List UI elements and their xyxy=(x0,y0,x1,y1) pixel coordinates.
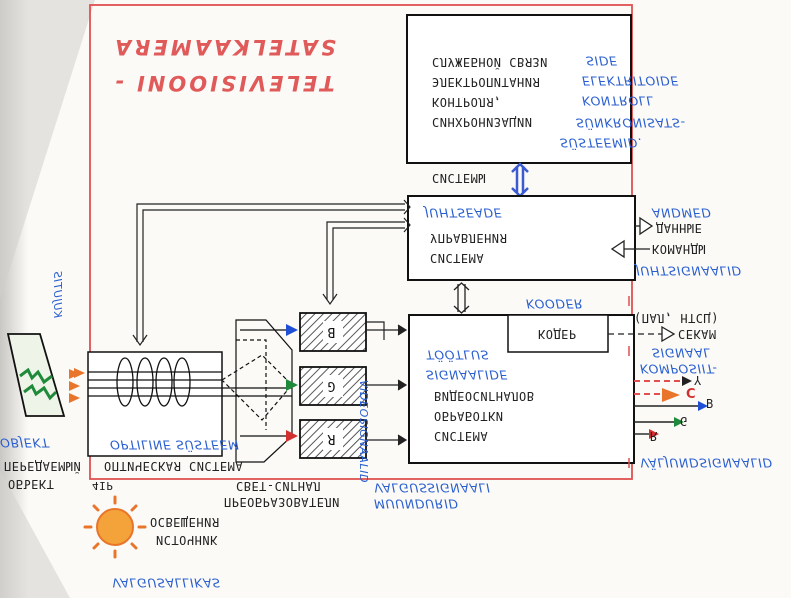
light-estonian: VALGUSALLIKAS xyxy=(112,575,221,591)
feedback-lines xyxy=(132,199,411,347)
processing-est1: TÖÖTLUS xyxy=(426,347,490,363)
data-out-arrow xyxy=(635,216,654,236)
converters xyxy=(299,312,367,459)
control-estonian: JUHTSEADE xyxy=(425,205,503,221)
scan-shadow-bottom xyxy=(0,470,70,598)
outputs-estonian: VÄLJUNDSIGNAALID xyxy=(640,455,773,471)
converter-b-letter: B xyxy=(327,324,336,339)
optics-box xyxy=(87,351,223,457)
object-label1: ПЕРЕДАЕМЫЙ xyxy=(4,459,82,473)
commands-in-arrow xyxy=(610,239,650,259)
light-label1: ОСВЕЩЕНИЯ xyxy=(150,515,220,529)
control-system-block xyxy=(407,195,636,281)
optics-estonian: OPTILINE SÜSTEEM xyxy=(110,437,240,453)
image-arrows-estonian: KUJUTIS xyxy=(51,270,64,318)
out-r: R xyxy=(650,429,658,443)
title-line2: TELEVISIOONI - xyxy=(112,71,335,95)
scan-shadow-top xyxy=(0,0,95,300)
prism-outputs xyxy=(286,324,298,442)
commands-estonian: JUHTSIGNAALID xyxy=(636,263,742,279)
control-processing-link xyxy=(453,282,470,314)
title-line1: SATELKAAMERA xyxy=(112,35,336,59)
service-line4: СИНХРОНИЗАЦИИ xyxy=(432,115,533,129)
object-plate xyxy=(6,333,66,417)
converter-est2: MUUNDURID xyxy=(374,496,459,512)
service-systems-block xyxy=(406,14,632,164)
composite-est2: KOMPOSIIT- xyxy=(640,361,718,377)
coder-label: КОДЕР xyxy=(538,327,577,341)
composite-est1: SIGNAAL xyxy=(652,345,711,361)
light-source-sun xyxy=(83,495,147,559)
converter-label2: ПРЕОБРАЗОВАТЕЛИ xyxy=(224,495,340,509)
commands-label: КОМАНДЫ xyxy=(652,242,707,256)
processing-est2: SIGNAALIDE xyxy=(426,367,508,383)
video-signal-arrows xyxy=(366,321,408,446)
service-est5: SÜSTEEMID. xyxy=(560,135,643,151)
service-footer: СИСТЕМЫ xyxy=(432,171,487,185)
optics-label: ОПТИЧЕСКАЯ СИСТЕМА xyxy=(104,459,244,473)
converter-label1: СВЕТ-СИГНАЛ xyxy=(236,479,321,493)
service-est3: KONTROLL xyxy=(582,93,654,109)
yc-output xyxy=(634,376,692,402)
object-label2: ОБЪЕКТ xyxy=(8,477,55,491)
processing-line2: ОБРАБОТКИ xyxy=(434,409,504,423)
control-line2: СИСТЕМА xyxy=(430,251,485,265)
service-line3: КОНТРОЛЯ, xyxy=(432,95,502,109)
converter-b xyxy=(299,312,367,352)
out-y: Y xyxy=(694,373,702,387)
coder-standard: (ПАЛ, НТСЦ) xyxy=(634,311,719,325)
object-arrows xyxy=(69,368,85,403)
service-est1: SIDE xyxy=(586,53,618,69)
object-estonian: OBJEKT xyxy=(0,435,50,451)
processing-line1: ВИДЕОСИГНАЛОВ xyxy=(434,389,535,403)
composite-out-arrow xyxy=(608,325,676,343)
light-symbol: 4IP xyxy=(92,479,114,492)
converter-est1: VALGUSSIGNAALI xyxy=(374,480,491,496)
converter-r-letter: R xyxy=(327,431,336,446)
videosignals-vertical: VIDEOSIGNAALID xyxy=(357,380,370,484)
service-est4: SÜNKRONISATS- xyxy=(576,115,686,131)
processing-line3: СИСТЕМА xyxy=(434,429,489,443)
service-line1: СЛУЖЕБНОЙ СВЯЗИ xyxy=(432,55,548,69)
data-estonian: ANDMED xyxy=(652,205,712,221)
lenses xyxy=(88,357,222,407)
rgb-outputs xyxy=(634,401,708,439)
converter-g-letter: G xyxy=(327,378,336,393)
out-g: G xyxy=(680,414,688,428)
service-est2: ELEKTRITOIDE xyxy=(582,73,679,89)
data-label: ДАННЫЕ xyxy=(656,221,703,235)
out-b: B xyxy=(706,397,714,411)
light-label2: ИСТОЧНИК xyxy=(156,533,218,547)
coder-estonian: KOODER xyxy=(526,296,584,312)
out-c: C xyxy=(686,387,696,402)
control-line1: УПРАВЛЕНИЯ xyxy=(430,231,508,245)
coder-sekam: СЕКАМ xyxy=(678,327,717,341)
service-line2: ЭЛЕКТРОПИТАНИЯ xyxy=(432,75,541,89)
service-control-link xyxy=(511,162,529,198)
